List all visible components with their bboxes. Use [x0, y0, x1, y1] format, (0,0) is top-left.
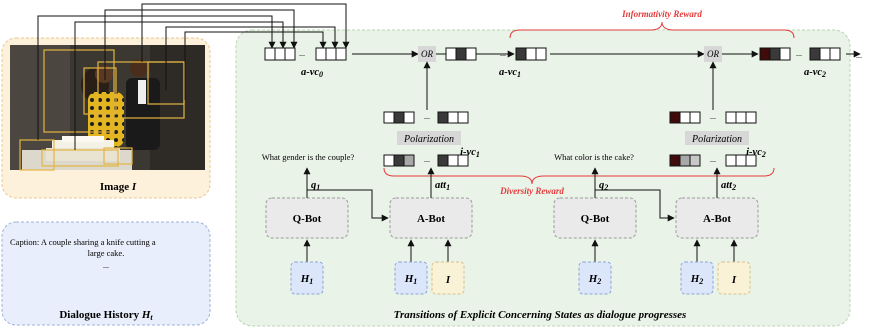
or-2-label: OR [707, 49, 719, 59]
diversity-reward-brace [383, 167, 775, 185]
diversity-reward: Diversity Reward [383, 167, 775, 196]
a-vc2-vector-left [759, 47, 791, 61]
input-links [303, 239, 738, 262]
edge-q2-label: q2 [599, 180, 608, 192]
a-vc2-label: a-vc2 [804, 67, 826, 79]
abot-1: A-Bot [389, 197, 473, 239]
i-vc1-vector [383, 154, 469, 167]
input-h2-abot-label: H2 [690, 273, 704, 286]
a-vc1-state: ... a-vc1 [445, 47, 547, 79]
i-vc2-vector [669, 154, 757, 167]
transitions-panel-background [235, 29, 851, 327]
transitions-footer: Transitions of Explicit Concerning State… [394, 309, 687, 321]
history-ellipsis: ... [103, 261, 109, 270]
input-h1-abot-label: H1 [404, 273, 418, 286]
qbot-2-label: Q-Bot [581, 213, 610, 225]
region-to-state-links [37, 3, 350, 150]
history-caption-line2: large cake. [88, 248, 125, 258]
input-image-2: I [717, 261, 751, 295]
or-operator-2: OR [704, 46, 722, 62]
a-vc1-vector-right [515, 47, 547, 61]
or-1-label: OR [421, 49, 433, 59]
input-image-1: I [431, 261, 465, 295]
informativity-reward-label: Informativity Reward [621, 9, 702, 19]
dialogue-history-background [1, 221, 211, 326]
turn2-polarization: ... Polarization ... i-vc2 [669, 61, 766, 167]
qbot-2: Q-Bot [553, 197, 637, 239]
a-vc1-label: a-vc1 [499, 67, 521, 79]
bot-links [303, 167, 721, 222]
polarized-vector-2-ellipsis: ... [710, 112, 716, 121]
edge-q1-label: q1 [311, 180, 320, 192]
edge-att2-label: att2 [721, 180, 736, 192]
i-vc1-label: i-vc1 [460, 147, 480, 159]
input-image-2-label: I [731, 274, 737, 286]
or-operator-1: OR [418, 46, 436, 62]
dialogue-history-panel: Caption: A couple sharing a knife cuttin… [1, 221, 211, 326]
informativity-reward-brace [509, 21, 795, 39]
input-h2-abot: H2 [680, 261, 714, 295]
qbot-1-label: Q-Bot [293, 213, 322, 225]
a-vc1-vector-left [445, 47, 477, 61]
abot-1-label: A-Bot [417, 213, 445, 225]
i-vc1-ellipsis: ... [424, 155, 430, 164]
i-vc2-ellipsis: ... [710, 155, 716, 164]
polarized-vector-2 [669, 111, 757, 124]
input-h2-qbot: H2 [578, 261, 612, 295]
polarized-vector-1 [383, 111, 469, 124]
question-2-text: What color is the cake? [554, 152, 634, 162]
couple-photo [10, 45, 205, 171]
a-vc2-ellipsis: ... [796, 49, 802, 58]
dialogue-history-title: Dialogue History Ht [59, 309, 153, 322]
image-caption: Image I [100, 181, 137, 193]
i-vc2-label: i-vc2 [746, 147, 766, 159]
history-caption-line1: Caption: A couple sharing a knife cuttin… [10, 237, 156, 247]
abot-2-label: A-Bot [703, 213, 731, 225]
input-h1-qbot-label: H1 [300, 273, 314, 286]
informativity-reward: Informativity Reward [509, 9, 795, 39]
a-vc1-ellipsis: ... [500, 49, 506, 58]
edge-att1-label: att1 [435, 180, 450, 192]
a-vc0-state: ... a-vc0 [264, 47, 347, 79]
input-image-1-label: I [445, 274, 451, 286]
image-panel: Image I [1, 37, 211, 199]
turn1-polarization: ... Polarization ... i-vc1 [383, 61, 480, 167]
chain-ellipsis: ... [856, 51, 862, 60]
a-vc2-vector-right [809, 47, 841, 61]
diversity-reward-label: Diversity Reward [499, 186, 564, 196]
polarized-vector-1-ellipsis: ... [424, 112, 430, 121]
input-h1-qbot: H1 [290, 261, 324, 295]
polarization-1-label: Polarization [403, 134, 454, 145]
question-1-text: What gender is the couple? [262, 152, 355, 162]
a-vc0-ellipsis: ... [299, 49, 305, 58]
polarization-2-label: Polarization [691, 134, 742, 145]
abot-2: A-Bot [675, 197, 759, 239]
input-h2-qbot-label: H2 [588, 273, 602, 286]
input-h1-abot: H1 [394, 261, 428, 295]
a-vc2-state: ... a-vc2 [759, 47, 841, 79]
qbot-1: Q-Bot [265, 197, 349, 239]
a-vc0-label: a-vc0 [301, 67, 323, 79]
a-vc0-vector [264, 47, 347, 61]
